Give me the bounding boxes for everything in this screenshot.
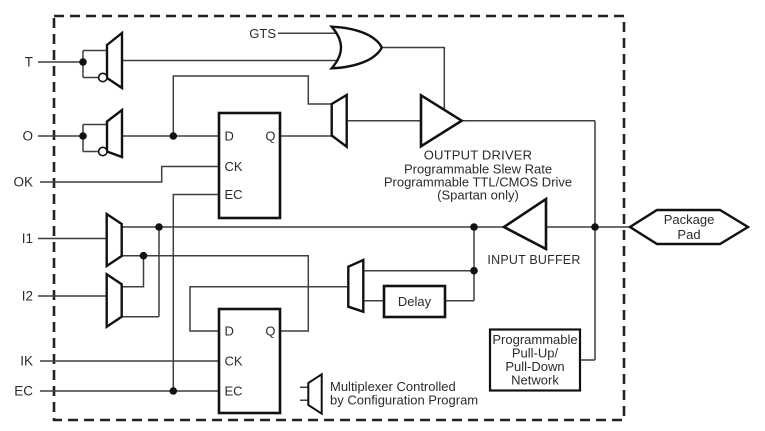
i1-select-mux	[105, 211, 123, 269]
legend-mux	[307, 372, 323, 416]
package-pad-line2: Pad	[677, 227, 700, 242]
junction-dot	[470, 266, 478, 275]
signal-label-i2: I2	[22, 289, 33, 304]
signal-label-ok: OK	[13, 175, 33, 190]
iob-boundary	[52, 14, 626, 422]
output-driver-triangle	[419, 92, 465, 149]
output-ff-q-label: Q	[265, 129, 275, 144]
output-driver-line2: Programmable Slew Rate	[404, 162, 552, 177]
input-ff-q-label: Q	[265, 324, 275, 339]
junction-dot	[79, 132, 87, 140]
input-ff-ec-label: EC	[225, 384, 243, 399]
input-buffer-label: INPUT BUFFER	[487, 253, 580, 267]
output-flip-flop	[217, 111, 282, 220]
signal-label-ik: IK	[20, 354, 33, 369]
o-mux-inverter-bubble	[97, 146, 108, 157]
junction-dot	[155, 223, 163, 231]
package-pad-hexagon	[627, 208, 751, 246]
delay-label: Delay	[398, 294, 432, 309]
input-ff-ck-label: CK	[225, 354, 243, 369]
junction-dot	[470, 223, 478, 231]
signal-label-i1: I1	[22, 231, 33, 246]
delay-select-mux	[347, 258, 365, 314]
output-ff-ck-label: CK	[225, 159, 243, 174]
junction-dot	[169, 132, 178, 140]
gts-or-gate	[328, 25, 383, 70]
input-ff-d-label: D	[225, 324, 234, 339]
i2-select-mux	[105, 272, 123, 329]
pullup-network-line2: Pull-Up/	[512, 346, 559, 361]
input-buffer-triangle	[501, 196, 548, 252]
output-ff-ec-label: EC	[225, 187, 243, 202]
delay-box	[382, 284, 447, 319]
pullup-network-line3: Pull-Down	[505, 359, 564, 374]
junction-dots	[79, 58, 599, 395]
input-flip-flop	[217, 307, 282, 415]
output-driver-title: OUTPUT DRIVER	[424, 148, 533, 163]
pullup-network-box	[488, 328, 582, 392]
junction-dot	[139, 251, 148, 260]
signal-label-o: O	[22, 129, 33, 144]
legend-line1: Multiplexer Controlled	[330, 379, 456, 394]
legend-line2: by Configuration Program	[330, 393, 478, 408]
junction-dot	[591, 223, 599, 231]
t-input-mux	[105, 30, 124, 91]
junction-dot	[169, 387, 178, 395]
t-mux-inverter-bubble	[97, 72, 108, 83]
junction-dot	[79, 58, 87, 66]
pullup-network-line4: Network	[511, 373, 559, 388]
gts-label: GTS	[249, 26, 276, 41]
output-driver-line4: (Spartan only)	[437, 188, 519, 203]
pullup-network-line1: Programmable	[492, 332, 577, 347]
package-pad-line1: Package	[664, 212, 715, 227]
o-input-mux	[105, 107, 124, 159]
output-driver-line3: Programmable TTL/CMOS Drive	[384, 175, 572, 190]
signal-label-ec: EC	[14, 384, 33, 399]
output-ff-d-label: D	[225, 129, 234, 144]
signal-label-t: T	[25, 55, 33, 70]
output-select-mux	[330, 92, 348, 150]
